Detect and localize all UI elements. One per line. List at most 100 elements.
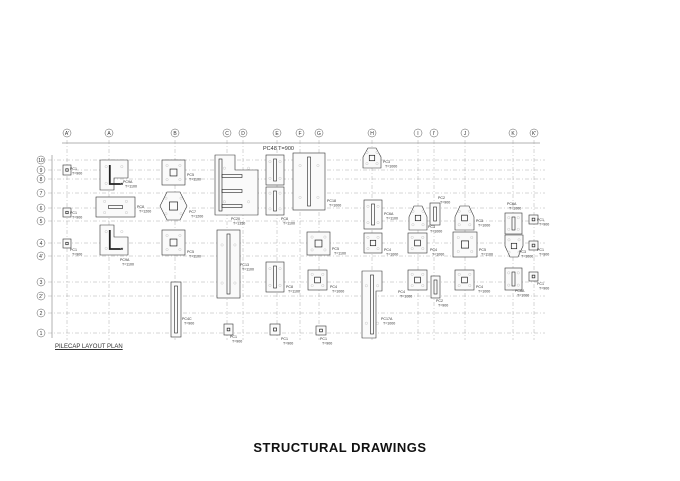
pilecap-outline bbox=[99, 224, 129, 256]
pile bbox=[470, 236, 474, 239]
pilecap-thickness: T=1100 bbox=[122, 263, 134, 267]
grid-label-column: H bbox=[370, 131, 374, 137]
column-wall bbox=[371, 203, 375, 226]
pile bbox=[120, 246, 124, 250]
pilecap-outline bbox=[307, 269, 328, 291]
pile bbox=[278, 267, 282, 270]
pile bbox=[316, 196, 320, 199]
grid-bubble-row bbox=[36, 174, 46, 184]
pilecap-thickness: T=1000 bbox=[509, 207, 521, 211]
pile bbox=[247, 166, 250, 170]
pile bbox=[220, 281, 224, 285]
column bbox=[414, 276, 421, 284]
pile bbox=[223, 200, 226, 204]
grid-bubble-row bbox=[36, 277, 46, 287]
grid-label-column: E bbox=[275, 131, 279, 137]
pilecap-thickness: T=1000 bbox=[521, 255, 533, 259]
pilecap-outline bbox=[408, 205, 428, 231]
pc48-label: PC48 T=900 bbox=[263, 146, 294, 152]
pilecap-outline bbox=[452, 231, 478, 258]
pile bbox=[103, 211, 106, 215]
pile bbox=[178, 234, 182, 237]
grid-label-row: 3 bbox=[40, 280, 43, 286]
grid-bubble-row bbox=[36, 238, 46, 248]
pilecap-label: PC6A bbox=[507, 202, 517, 206]
pilecap-outline bbox=[62, 207, 72, 218]
column bbox=[461, 240, 469, 249]
grid-bubble-row bbox=[36, 291, 46, 301]
pile bbox=[376, 221, 380, 225]
pile bbox=[457, 209, 461, 213]
column-wall bbox=[370, 274, 374, 335]
pile bbox=[468, 223, 472, 227]
column bbox=[65, 168, 69, 172]
pile bbox=[364, 284, 368, 288]
pile bbox=[376, 284, 379, 288]
pilecap-thickness: T=1100 bbox=[189, 255, 201, 259]
pile bbox=[457, 284, 461, 287]
pile bbox=[507, 283, 511, 287]
pilecap-label: PC6A bbox=[515, 289, 525, 293]
grid-bubble-column bbox=[104, 128, 114, 138]
pile bbox=[278, 207, 282, 211]
pile bbox=[268, 267, 272, 270]
column-wall bbox=[433, 279, 438, 295]
pile bbox=[165, 164, 169, 167]
pile bbox=[421, 209, 425, 213]
column bbox=[314, 239, 323, 248]
pilecap-label: PC4C bbox=[182, 317, 192, 321]
pile bbox=[470, 250, 474, 253]
column-wall bbox=[273, 265, 277, 289]
pile bbox=[178, 178, 182, 181]
grid-bubble-row bbox=[36, 328, 46, 338]
footer-title: STRUCTURAL DRAWINGS bbox=[253, 440, 427, 455]
pilecap-thickness: T=1000 bbox=[517, 294, 529, 298]
pilecap-label: PC8 bbox=[286, 285, 293, 289]
pilecap-label: PC5 bbox=[187, 173, 194, 177]
pilecap-outline bbox=[159, 191, 188, 221]
pilecap-outline bbox=[362, 147, 382, 169]
pilecap-outline bbox=[292, 152, 326, 211]
pilecap-outline bbox=[161, 159, 186, 186]
pilecap-label: PC8 bbox=[281, 217, 288, 221]
pilecap-thickness: T=900 bbox=[72, 253, 82, 257]
pile bbox=[178, 164, 182, 167]
grid-label-row: 4 bbox=[40, 241, 43, 247]
pile bbox=[366, 235, 370, 239]
pile bbox=[164, 196, 168, 200]
pile bbox=[268, 207, 272, 211]
pilecap-outline bbox=[504, 267, 523, 291]
pilecap-label: PC3 bbox=[428, 225, 435, 229]
pilecap-label: PC4 bbox=[398, 290, 405, 294]
pile bbox=[507, 238, 511, 242]
pilecap-outline bbox=[214, 154, 259, 216]
column-wall bbox=[108, 205, 123, 209]
pilecap-outline bbox=[306, 231, 331, 256]
grid-label-row: 8 bbox=[40, 177, 43, 183]
pile bbox=[125, 199, 128, 203]
pile bbox=[120, 181, 124, 185]
pilecap-thickness: T=1350 bbox=[233, 222, 245, 226]
pilecap-label: PC2 bbox=[436, 299, 443, 303]
pilecap-outline bbox=[528, 240, 539, 251]
column bbox=[368, 154, 376, 162]
grid-label-row: 7 bbox=[40, 191, 43, 197]
pilecap-outline bbox=[216, 229, 241, 299]
pile bbox=[220, 243, 224, 247]
pilecap-label: PC6A bbox=[384, 212, 394, 216]
pilecap-outline bbox=[454, 205, 475, 231]
pile bbox=[375, 162, 379, 166]
column-wall bbox=[221, 174, 243, 178]
pile bbox=[178, 248, 182, 251]
column-wall bbox=[273, 190, 277, 212]
pilecap-label: PC7 bbox=[189, 210, 196, 214]
pile bbox=[321, 284, 325, 287]
